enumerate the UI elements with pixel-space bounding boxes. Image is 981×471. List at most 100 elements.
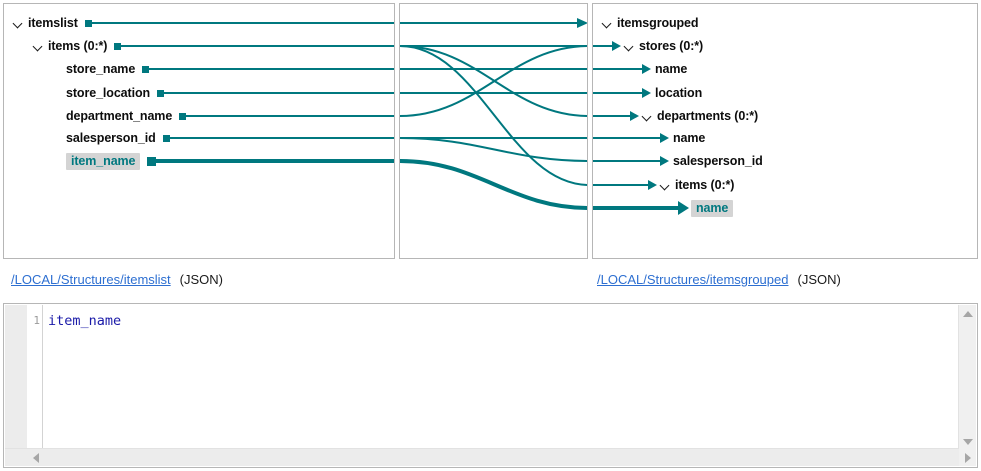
target-row-name[interactable]: name <box>673 127 705 149</box>
target-row-label: itemsgrouped <box>617 16 699 30</box>
connection-line <box>91 22 394 24</box>
connector-path[interactable] <box>400 159 588 210</box>
scroll-down-button[interactable] <box>959 433 976 450</box>
arrow-head-icon <box>577 18 587 28</box>
connection-endpoint[interactable] <box>162 134 170 142</box>
target-row-label: name <box>691 199 734 217</box>
chevron-down-icon[interactable] <box>623 40 636 53</box>
connection-line <box>121 45 394 47</box>
scroll-up-button[interactable] <box>959 305 976 322</box>
gutter-pocket <box>27 435 42 449</box>
connection-endpoint[interactable] <box>179 112 187 120</box>
line-number: 1 <box>33 314 40 327</box>
expression-editor[interactable]: 1 item_name <box>3 303 978 468</box>
target-schema-panel[interactable]: itemsgrouped stores (0:*) name location depa… <box>592 3 978 259</box>
source-row-salesperson-id[interactable]: salesperson_id <box>4 127 394 149</box>
incoming-arrow <box>593 174 657 196</box>
editor-gutter-separator <box>42 305 43 450</box>
arrow-head-icon <box>642 88 651 98</box>
source-row-label: items (0:*) <box>48 39 108 53</box>
chevron-down-icon[interactable] <box>641 110 654 123</box>
connection-endpoint[interactable] <box>114 42 122 50</box>
source-row-store-name[interactable]: store_name <box>4 58 394 80</box>
target-row-label: salesperson_id <box>673 154 763 168</box>
source-schema-panel[interactable]: itemslist items (0:*) store_name store_loca… <box>3 3 395 259</box>
arrow-head-icon <box>678 201 689 215</box>
connection-line <box>156 159 394 163</box>
code-line-1[interactable]: item_name <box>48 313 122 329</box>
arrow-shaft <box>593 115 630 117</box>
scrollbar-corner <box>959 449 976 466</box>
target-row-label: departments (0:*) <box>657 109 759 123</box>
arrow-head-icon <box>612 41 621 51</box>
source-link-left[interactable]: /LOCAL/Structures/itemslist <box>11 272 171 287</box>
chevron-down-icon[interactable] <box>659 179 672 192</box>
target-row-name[interactable]: name <box>691 197 734 219</box>
arrow-shaft <box>593 206 678 210</box>
source-row-department-name[interactable]: department_name <box>4 105 394 127</box>
incoming-arrow <box>593 35 621 57</box>
source-row-items-0[interactable]: items (0:*) <box>4 35 394 57</box>
chevron-down-icon[interactable] <box>32 40 45 53</box>
arrow-head-icon <box>660 133 669 143</box>
arrow-shaft <box>593 45 612 47</box>
target-row-items-0[interactable]: items (0:*) <box>659 174 734 196</box>
source-row-label: salesperson_id <box>66 131 156 145</box>
vertical-scrollbar[interactable] <box>958 305 976 450</box>
target-row-stores-0[interactable]: stores (0:*) <box>623 35 703 57</box>
connection-line <box>186 115 394 117</box>
source-row-item-name[interactable]: item_name <box>4 150 394 172</box>
triangle-left-icon <box>33 453 39 463</box>
incoming-arrow <box>593 150 669 172</box>
connector-path[interactable] <box>400 45 588 186</box>
target-row-name[interactable]: name <box>655 58 687 80</box>
connector-panel[interactable] <box>399 3 588 259</box>
connection-endpoint[interactable] <box>147 156 157 166</box>
arrow-head-icon <box>630 111 639 121</box>
source-row-itemslist[interactable]: itemslist <box>4 12 394 34</box>
connection-endpoint[interactable] <box>157 89 165 97</box>
arrow-shaft <box>593 68 642 70</box>
arrow-head-icon <box>642 64 651 74</box>
target-row-label: name <box>655 62 688 76</box>
connection-endpoint[interactable] <box>142 65 150 73</box>
source-path-right: /LOCAL/Structures/itemsgrouped (JSON) <box>597 272 841 287</box>
source-format-right: (JSON) <box>797 272 841 287</box>
connector-path[interactable] <box>400 137 588 162</box>
arrow-head-icon <box>660 156 669 166</box>
source-row-store-location[interactable]: store_location <box>4 82 394 104</box>
arrow-shaft <box>593 184 648 186</box>
chevron-down-icon[interactable] <box>601 17 614 30</box>
vertical-scrollbar-thumb[interactable] <box>959 322 976 433</box>
target-row-itemsgrouped[interactable]: itemsgrouped <box>601 12 699 34</box>
horizontal-scrollbar[interactable] <box>5 448 959 466</box>
connector-path[interactable] <box>400 45 588 117</box>
triangle-down-icon <box>963 439 973 445</box>
connection-endpoint[interactable] <box>84 19 92 27</box>
incoming-arrow <box>593 82 651 104</box>
source-row-label: store_location <box>66 86 151 100</box>
target-row-label: stores (0:*) <box>639 39 704 53</box>
triangle-up-icon <box>963 311 973 317</box>
target-row-salesperson-id[interactable]: salesperson_id <box>673 150 763 172</box>
source-row-label: store_name <box>66 62 136 76</box>
source-link-right[interactable]: /LOCAL/Structures/itemsgrouped <box>597 272 789 287</box>
connection-line <box>169 137 394 139</box>
source-row-label: itemslist <box>28 16 78 30</box>
target-row-label: name <box>673 131 706 145</box>
target-row-departments-0[interactable]: departments (0:*) <box>641 105 758 127</box>
target-row-label: items (0:*) <box>675 178 735 192</box>
editor-gutter <box>5 305 27 450</box>
connection-line <box>149 68 394 70</box>
triangle-right-icon <box>965 453 971 463</box>
scroll-left-button[interactable] <box>27 449 44 466</box>
chevron-down-icon[interactable] <box>12 17 25 30</box>
incoming-arrow <box>593 58 651 80</box>
incoming-arrow <box>593 105 639 127</box>
arrow-shaft <box>593 160 660 162</box>
target-row-location[interactable]: location <box>655 82 702 104</box>
mapping-connector-lines <box>400 18 588 210</box>
source-row-label: department_name <box>66 109 173 123</box>
source-row-label: item_name <box>66 152 141 170</box>
scroll-right-button[interactable] <box>959 449 976 466</box>
